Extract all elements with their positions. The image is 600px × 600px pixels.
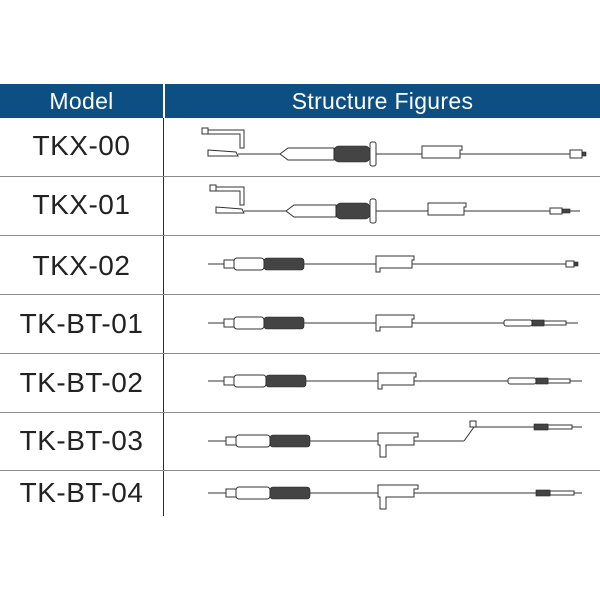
table-row: TK-BT-02 — [0, 354, 600, 412]
model-name: TK-BT-02 — [19, 367, 144, 398]
table-row: TK-BT-04 — [0, 471, 600, 517]
structure-figures-column-header: Structure Figures — [291, 88, 474, 114]
column-divider — [163, 118, 164, 516]
model-name: TK-BT-03 — [19, 425, 144, 456]
table-row: TKX-00 — [0, 118, 600, 176]
row-divider — [0, 412, 600, 413]
infusion-set-straight-icon — [164, 236, 600, 294]
model-name: TK-BT-04 — [19, 477, 144, 508]
infusion-set-with-spike-hook-icon — [164, 177, 600, 235]
row-divider — [0, 294, 600, 295]
model-name: TKX-01 — [32, 189, 131, 220]
row-divider — [0, 470, 600, 471]
model-column-header: Model — [49, 88, 114, 114]
blood-transfusion-set-icon — [164, 295, 600, 353]
table-row: TK-BT-03 — [0, 413, 600, 470]
model-name: TKX-00 — [32, 130, 131, 161]
table-row: TKX-01 — [0, 177, 600, 235]
table-header: Model Structure Figures — [0, 84, 600, 118]
infusion-set-with-spike-hook-icon — [164, 118, 600, 176]
row-divider — [0, 235, 600, 236]
blood-transfusion-set-icon — [164, 471, 600, 529]
row-divider — [0, 353, 600, 354]
blood-transfusion-set-with-branch-icon — [164, 413, 600, 471]
row-divider — [0, 176, 600, 177]
table-row: TKX-02 — [0, 236, 600, 294]
blood-transfusion-set-icon — [164, 354, 600, 412]
header-divider — [163, 84, 165, 118]
model-name: TKX-02 — [32, 250, 131, 281]
model-name: TK-BT-01 — [19, 308, 144, 339]
table-row: TK-BT-01 — [0, 295, 600, 353]
